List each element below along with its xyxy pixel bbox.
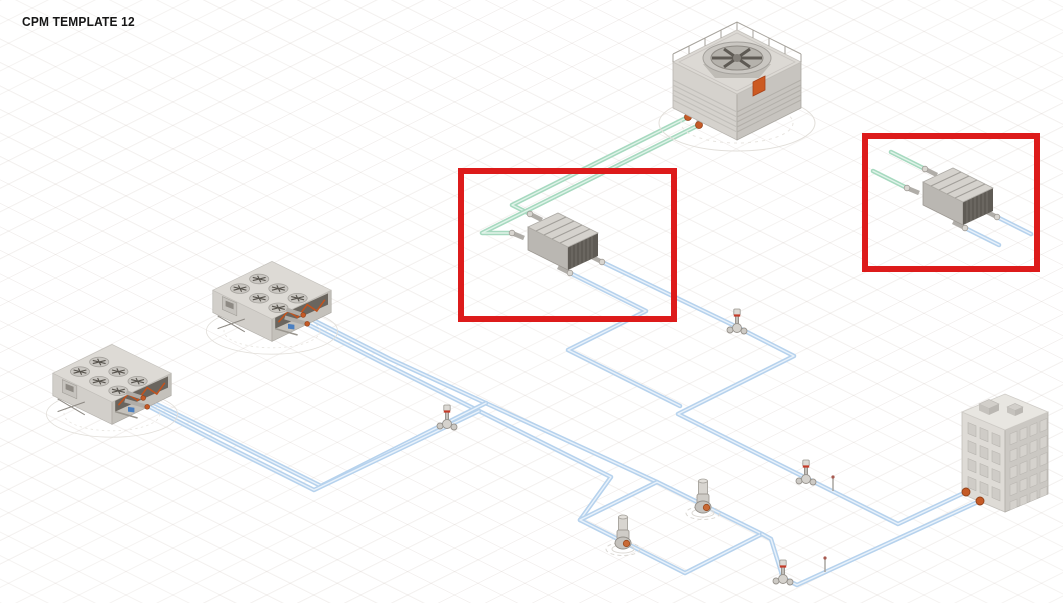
heat-exchanger-highlight-main (458, 168, 677, 322)
page-title: CPM TEMPLATE 12 (22, 14, 135, 29)
cooling-tower[interactable] (658, 21, 816, 152)
air-cooled-chiller-1[interactable] (46, 344, 177, 437)
chilled-water-piping (143, 214, 1034, 588)
heat-exchanger-highlight-detail (862, 133, 1040, 272)
building-load[interactable] (960, 393, 1050, 513)
air-cooled-chiller-2[interactable] (206, 261, 337, 354)
control-valve-building-return[interactable] (772, 559, 794, 586)
plate-heat-exchanger-main[interactable] (509, 211, 605, 276)
plate-heat-exchanger-detail[interactable] (904, 166, 1000, 231)
condenser-water-piping (479, 114, 928, 236)
tower-access-box-icon (752, 75, 766, 97)
